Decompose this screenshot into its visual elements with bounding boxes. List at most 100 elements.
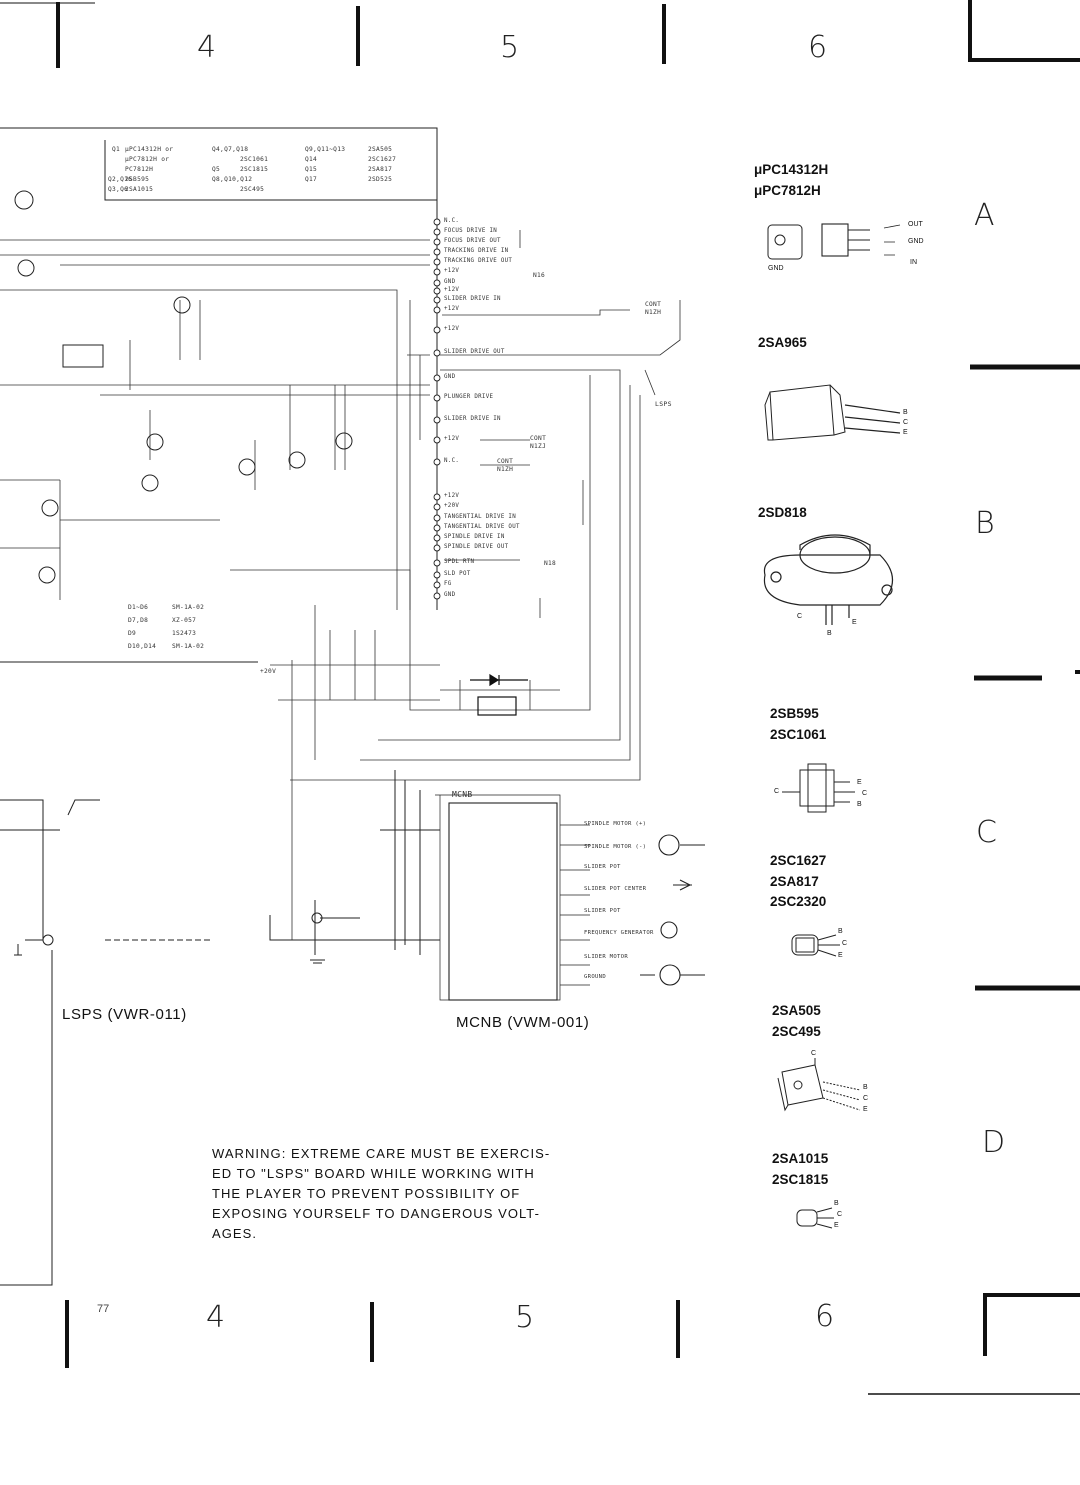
connector-label: FOCUS DRIVE IN [444,228,498,234]
table-cell: Q5 [212,166,221,173]
mcnb-terminal-label: SLIDER POT [584,864,621,870]
connector-terminal [433,416,441,424]
table-cell: SM-1A-02 [172,604,205,611]
column-number-5-bottom: 5 [515,1300,535,1335]
table-cell: 2SD525 [368,176,393,183]
table-cell: Q14 [305,156,318,163]
row-letter-b: B [975,506,995,541]
junction-node [269,770,440,964]
note-n16: N16 [533,272,546,279]
connector-terminal [433,218,441,226]
part-name: 2SA1015 [772,1151,829,1166]
connector-terminal [433,394,441,402]
part-label-2sa505: 2SA505 2SC495 [772,1001,821,1042]
connector-terminal [433,287,441,295]
part-name: 2SA817 [770,873,819,889]
part-label-2sa1015: 2SA1015 2SC1815 [772,1149,828,1190]
connector-label: SPINDLE DRIVE OUT [444,544,509,550]
table-cell: 2SA817 [368,166,393,173]
part-label-ic: μPC14312H μPC7812H [754,160,828,201]
warning-line: THE PLAYER TO PREVENT POSSIBILITY OF [212,1186,521,1201]
connector-label: GND [444,374,456,380]
pin-label: C [797,613,803,620]
connector-label: FG [444,581,452,587]
connector-label: +12V [444,326,460,332]
transistor-2sd818-outline [763,534,894,625]
table-cell: PC7812H [125,166,154,173]
pin-label: OUT [908,221,923,228]
part-name: μPC7812H [754,182,821,198]
connector-label: PLUNGER DRIVE [444,394,494,400]
part-name: 2SB595 [770,706,819,721]
connector-terminal [433,349,441,357]
part-label-2sa965: 2SA965 [758,335,807,350]
mcnb-terminal-label: SLIDER POT [584,908,621,914]
pin-label: IN [910,259,917,266]
mcnb-terminal-label: SLIDER MOTOR [584,954,629,960]
table-cell: D7,D8 [128,617,149,624]
pin-label: C [903,419,909,426]
pin-label: E [852,619,857,626]
note-cont-c: CONT [497,458,514,465]
pin-label: E [863,1106,868,1113]
part-name: 2SC495 [772,1023,821,1039]
connector-terminal [433,544,441,552]
note-n18: N18 [544,560,557,567]
table-cell: D10,D14 [128,643,157,650]
pin-label: E [838,952,843,959]
connector-terminal [433,248,441,256]
lsps-board-frame [0,799,210,1286]
connector-terminal [433,268,441,276]
mcnb-terminal-label: SLIDER POT CENTER [584,886,647,892]
connector-label: +12V [444,287,460,293]
warning-line: AGES. [212,1226,257,1241]
connector-label: N.C. [444,218,460,224]
transistor-2sa1015-outline [796,1207,834,1229]
connector-terminal [433,436,441,444]
table-cell: Q9,Q11~Q13 [305,146,346,153]
lsps-board-title: LSPS (VWR-011) [62,1006,187,1023]
transistor-2sa505-outline [777,1058,861,1112]
connector-terminal [433,534,441,542]
connector-label: +12V [444,268,460,274]
connector-label: +12V [444,493,460,499]
column-number-5-top: 5 [500,30,520,65]
pin-label: E [834,1222,839,1229]
table-cell: 2SC1815 [240,166,269,173]
part-label-2sb595: 2SB595 2SC1061 [770,704,826,745]
connector-terminal [433,592,441,600]
column-number-6-bottom: 6 [815,1299,835,1334]
transistor-symbols [14,190,353,584]
part-label-2sd818: 2SD818 [758,505,807,520]
note-cont-c2: N1ZH [497,466,514,473]
connector-label: SPDL RTN [444,559,475,565]
mcnb-terminal-label: GROUND [584,974,607,980]
connector-terminal [433,458,441,466]
table-cell: Q3,Q6 [108,186,129,193]
note-cont-b2: N1ZJ [530,443,547,450]
column-number-4-bottom: 4 [206,1300,226,1335]
table-cell: SM-1A-02 [172,643,205,650]
pin-label: B [863,1084,868,1091]
table-cell: 2SC1061 [240,156,269,163]
table-cell: 2SC1627 [368,156,397,163]
connector-terminal [433,503,441,511]
table-cell: Q15 [305,166,318,173]
part-label-2sc1627: 2SC1627 2SA817 2SC2320 [770,851,826,913]
pin-label: E [857,779,862,786]
connector-terminal [433,258,441,266]
connector-terminal [433,279,441,287]
table-cell: Q1 [112,146,121,153]
connector-label: TRACKING DRIVE OUT [444,258,513,264]
connector-label: SLIDER DRIVE IN [444,416,501,422]
connector-terminals [433,218,441,600]
column-number-4-top: 4 [197,30,217,65]
part-name: 2SC1627 [770,853,827,868]
transistor-2sa965-outline [764,384,901,441]
mcnb-box-label: MCNB [452,790,473,799]
part-name: μPC14312H [754,162,829,177]
pin-label: C [862,790,868,797]
connector-label: SLIDER DRIVE IN [444,296,501,302]
table-cell: μPC7812H or [125,156,170,163]
